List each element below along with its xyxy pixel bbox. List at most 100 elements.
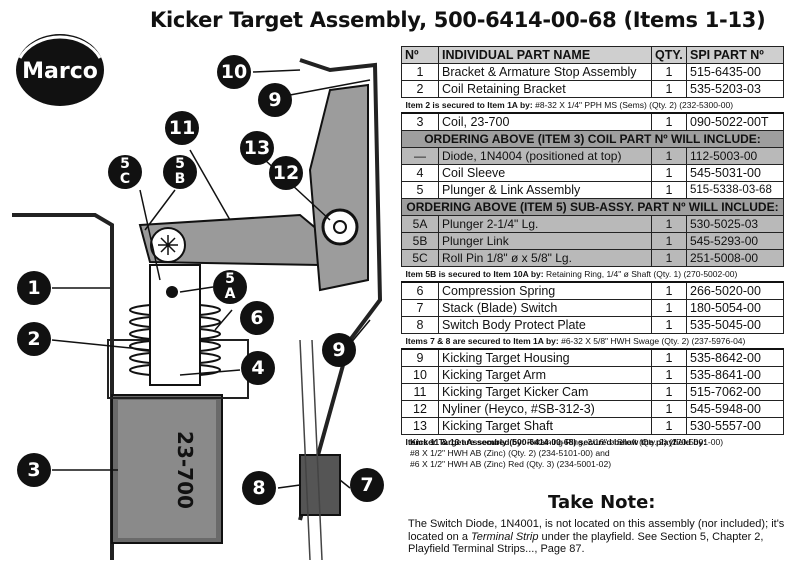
cell-pn: 112-5003-00 <box>686 147 784 165</box>
cell-name: Kicking Target Shaft <box>438 417 652 435</box>
cell-num: 3 <box>401 112 439 131</box>
cell-pn: 090-5022-00T <box>686 112 784 131</box>
table-header: Nº INDIVIDUAL PART NAME QTY. SPI PART Nº <box>401 46 784 64</box>
callout-1: 1 <box>17 271 51 305</box>
cell-pn: 535-8641-00 <box>686 366 784 384</box>
cell-qty: 1 <box>651 366 687 384</box>
cell-qty: 1 <box>651 215 687 233</box>
cell-name: Kicking Target Housing <box>438 348 652 367</box>
cell-qty: 1 <box>651 232 687 250</box>
header-num: Nº <box>401 46 439 64</box>
cell-qty: 1 <box>651 400 687 418</box>
cell-num: 5C <box>401 249 439 267</box>
cell-pn: 545-5948-00 <box>686 400 784 418</box>
cell-num: 12 <box>401 400 439 418</box>
table-row: 5B Plunger Link 1 545-5293-00 <box>401 232 784 250</box>
table-row: 8 Switch Body Protect Plate 1 535-5045-0… <box>401 316 784 334</box>
table-row: 5C Roll Pin 1/8" ø x 5/8" Lg. 1 251-5008… <box>401 249 784 267</box>
table-row: 7 Stack (Blade) Switch 1 180-5054-00 <box>401 299 784 317</box>
take-note-title: Take Note: <box>548 492 656 513</box>
cell-qty: 1 <box>651 299 687 317</box>
note-row: Items 11 & 13 are secured by: Retaining … <box>402 435 784 450</box>
callout-13: 13 <box>240 131 274 165</box>
take-note-body: The Switch Diode, 1N4001, is not located… <box>408 518 785 555</box>
cell-pn: 545-5293-00 <box>686 232 784 250</box>
cell-pn: 535-8642-00 <box>686 348 784 367</box>
cell-num: — <box>401 147 439 165</box>
callout-12: 12 <box>269 156 303 190</box>
cell-name: Compression Spring <box>438 281 652 300</box>
coil-label: 23-700 <box>173 431 197 509</box>
cell-name: Kicking Target Arm <box>438 366 652 384</box>
cell-name: Stack (Blade) Switch <box>438 299 652 317</box>
cell-qty: 1 <box>651 383 687 401</box>
assembly-diagram: 23-700 <box>12 58 383 561</box>
cell-qty: 1 <box>651 316 687 334</box>
cell-num: 1 <box>401 63 439 81</box>
note-item5b: Item 5B is secured to Item 10A by: Retai… <box>405 269 738 279</box>
callout-10: 10 <box>217 55 251 89</box>
cell-name: Diode, 1N4004 (positioned at top) <box>438 147 652 165</box>
cell-name: Plunger & Link Assembly <box>438 181 652 199</box>
header-pn: SPI PART Nº <box>686 46 784 64</box>
note-row: Item 5B is secured to Item 10A by: Retai… <box>402 267 784 283</box>
cell-qty: 1 <box>651 112 687 131</box>
cell-name: Coil Retaining Bracket <box>438 80 652 98</box>
cell-qty: 1 <box>651 164 687 182</box>
note-row: Item 2 is secured to Item 1A by: #8-32 X… <box>402 98 784 114</box>
coil-includes-header: ORDERING ABOVE (ITEM 3) COIL PART Nº WIL… <box>401 130 784 148</box>
mounting-note: Kicker Target Assembly (500-6414-00-68) … <box>410 437 790 470</box>
cell-qty: 1 <box>651 181 687 199</box>
callout-2: 2 <box>17 322 51 356</box>
note-items78: Items 7 & 8 are secured to Item 1A by: #… <box>405 336 746 346</box>
table-row: 11 Kicking Target Kicker Cam 1 515-7062-… <box>401 383 784 401</box>
note-item2: Item 2 is secured to Item 1A by: #8-32 X… <box>405 100 734 110</box>
callout-3: 3 <box>17 453 51 487</box>
cell-name: Plunger 2-1/4" Lg. <box>438 215 652 233</box>
header-qty: QTY. <box>651 46 687 64</box>
callout-6: 6 <box>240 301 274 335</box>
cell-pn: 266-5020-00 <box>686 281 784 300</box>
callout-11: 11 <box>165 111 199 145</box>
table-row: 1 Bracket & Armature Stop Assembly 1 515… <box>401 63 784 81</box>
table-row: 2 Coil Retaining Bracket 1 535-5203-03 <box>401 80 784 98</box>
header-name: INDIVIDUAL PART NAME <box>438 46 652 64</box>
cell-qty: 1 <box>651 80 687 98</box>
table-row: 5 Plunger & Link Assembly 1 515-5338-03-… <box>401 181 784 199</box>
cell-qty: 1 <box>651 63 687 81</box>
cell-name: Switch Body Protect Plate <box>438 316 652 334</box>
cell-num: 13 <box>401 417 439 435</box>
table-row: 3 Coil, 23-700 1 090-5022-00T <box>401 112 784 131</box>
cell-num: 2 <box>401 80 439 98</box>
cell-pn: 515-7062-00 <box>686 383 784 401</box>
table-row: 13 Kicking Target Shaft 1 530-5557-00 <box>401 417 784 435</box>
cell-qty: 1 <box>651 348 687 367</box>
coil-includes-label: ORDERING ABOVE (ITEM 3) COIL PART Nº WIL… <box>401 130 784 148</box>
cell-num: 8 <box>401 316 439 334</box>
subassy-includes-header: ORDERING ABOVE (ITEM 5) SUB-ASSY. PART N… <box>401 198 784 216</box>
cell-name: Nyliner (Heyco, #SB-312-3) <box>438 400 652 418</box>
callout-9-top: 9 <box>258 83 292 117</box>
cell-qty: 1 <box>651 281 687 300</box>
table-row: 6 Compression Spring 1 266-5020-00 <box>401 281 784 300</box>
cell-name: Coil, 23-700 <box>438 112 652 131</box>
cell-name: Plunger Link <box>438 232 652 250</box>
table-row: 10 Kicking Target Arm 1 535-8641-00 <box>401 366 784 384</box>
cell-pn: 515-5338-03-68 <box>686 181 784 199</box>
cell-num: 7 <box>401 299 439 317</box>
cell-num: 10 <box>401 366 439 384</box>
cell-qty: 1 <box>651 147 687 165</box>
note-items1113: Items 11 & 13 are secured by: Retaining … <box>405 437 724 447</box>
cell-num: 5B <box>401 232 439 250</box>
cell-qty: 1 <box>651 417 687 435</box>
callout-4: 4 <box>241 351 275 385</box>
table-row: 4 Coil Sleeve 1 545-5031-00 <box>401 164 784 182</box>
cell-pn: 530-5557-00 <box>686 417 784 435</box>
mounting-note-title: Kicker Target Assembly (500-6414-00-68) … <box>410 437 707 447</box>
cell-name: Roll Pin 1/8" ø x 5/8" Lg. <box>438 249 652 267</box>
page-title: Kicker Target Assembly, 500-6414-00-68 (… <box>150 8 766 32</box>
mounting-note-line: #8 X 1/2" HWH AB (Zinc) (Qty. 2) (234-51… <box>410 448 610 458</box>
